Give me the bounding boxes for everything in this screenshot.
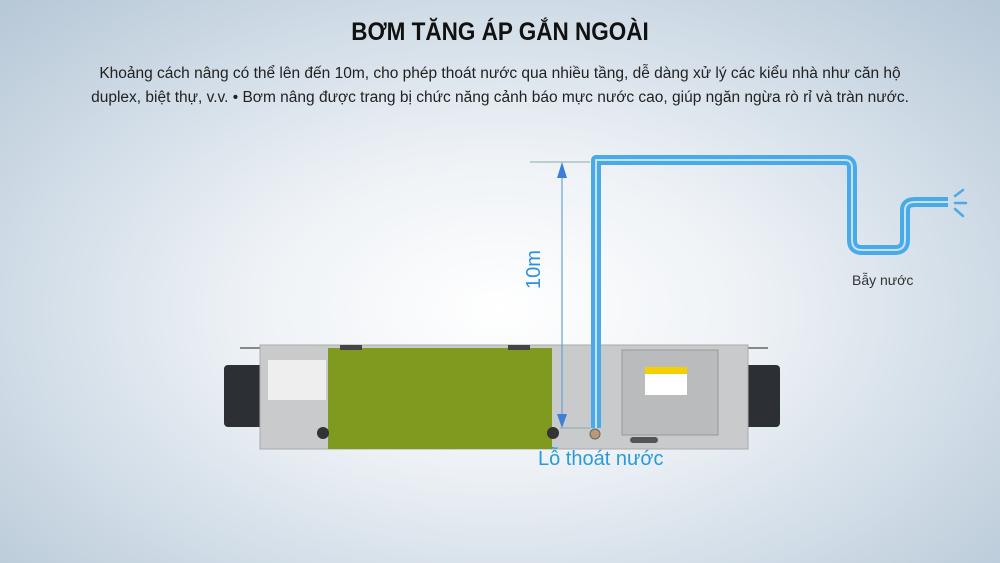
drain-hole-label: Lỗ thoát nước [538,448,664,470]
height-label: 10m [522,250,545,289]
drain-hole [589,428,601,440]
left-duct [224,365,264,427]
page-title: BƠM TĂNG ÁP GẮN NGOÀI [351,18,649,46]
description-line: duplex, biệt thự, v.v. • Bơm nâng được t… [91,89,909,106]
green-panel [328,348,552,449]
water-trap-label: Bẫy nước [852,272,914,288]
knob [317,427,329,439]
description-line: Khoảng cách nâng có thể lên đến 10m, cho… [99,65,901,82]
spec-label [268,360,326,400]
description: Khoảng cách nâng có thể lên đến 10m, cho… [40,62,960,110]
arrow-down-icon [557,414,567,428]
knob [547,427,559,439]
water-splash-icon [953,188,968,218]
right-duct [744,365,780,427]
arrow-up-icon [557,162,567,178]
